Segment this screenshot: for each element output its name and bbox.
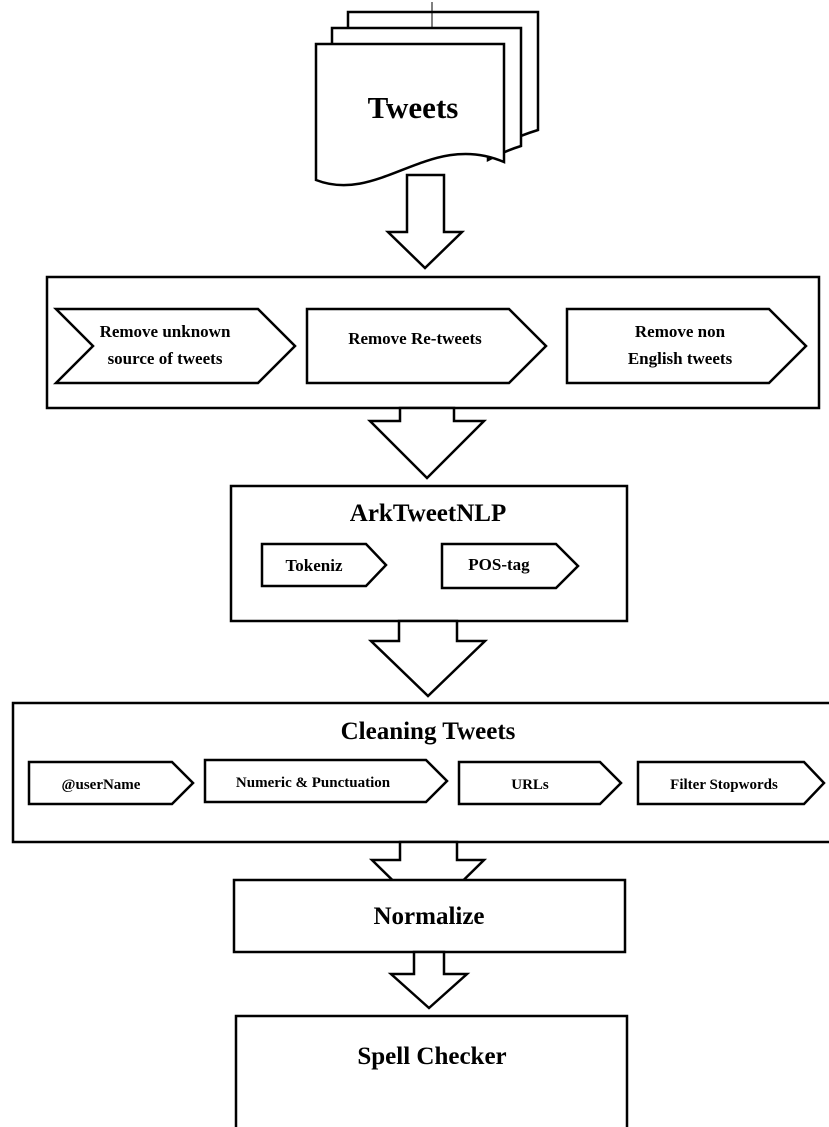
ark-step-tokeniz-label: Tokeniz bbox=[285, 556, 342, 575]
flow-arrow-5 bbox=[387, 950, 471, 1010]
filter-step-remove-unknown-source bbox=[52, 307, 297, 385]
cleaning-stage-title: Cleaning Tweets bbox=[341, 718, 516, 745]
cleaning-step-username bbox=[27, 760, 195, 806]
normalize-label: Normalize bbox=[373, 903, 484, 930]
cleaning-step-username-label: @userName bbox=[62, 777, 141, 793]
ark-stage-title: ArkTweetNLP bbox=[350, 500, 506, 527]
cleaning-step-urls bbox=[457, 760, 623, 806]
flow-arrow-3 bbox=[367, 619, 489, 698]
ark-step-pos-tag-label: POS-tag bbox=[468, 555, 530, 574]
filter-step-2-line1: Remove Re-tweets bbox=[348, 329, 482, 348]
spell-checker-box bbox=[234, 1014, 629, 1127]
cleaning-step-urls-label: URLs bbox=[511, 777, 549, 793]
spell-checker-label: Spell Checker bbox=[357, 1043, 506, 1070]
filter-step-remove-retweets bbox=[305, 307, 548, 385]
cleaning-step-filter-stopwords bbox=[636, 760, 826, 806]
flow-arrow-1 bbox=[384, 173, 466, 270]
tweets-label: Tweets bbox=[368, 90, 459, 125]
tweets-document-stack bbox=[314, 10, 540, 187]
ark-step-tokeniz bbox=[260, 542, 388, 588]
flow-arrow-2 bbox=[366, 406, 488, 480]
cleaning-step-stopwords-label: Filter Stopwords bbox=[670, 777, 778, 793]
filter-step-3-line2: English tweets bbox=[628, 349, 733, 368]
filter-step-3-line1: Remove non bbox=[635, 322, 726, 341]
ark-step-pos-tag bbox=[440, 542, 580, 590]
cleaning-step-numeric-label: Numeric & Punctuation bbox=[236, 775, 391, 791]
document-front-sheet bbox=[314, 42, 506, 187]
cleaning-step-numeric-punctuation bbox=[203, 758, 449, 804]
filter-step-remove-non-english bbox=[565, 307, 808, 385]
filter-step-1-line1: Remove unknown bbox=[100, 322, 231, 341]
filter-step-1-line2: source of tweets bbox=[108, 349, 223, 368]
